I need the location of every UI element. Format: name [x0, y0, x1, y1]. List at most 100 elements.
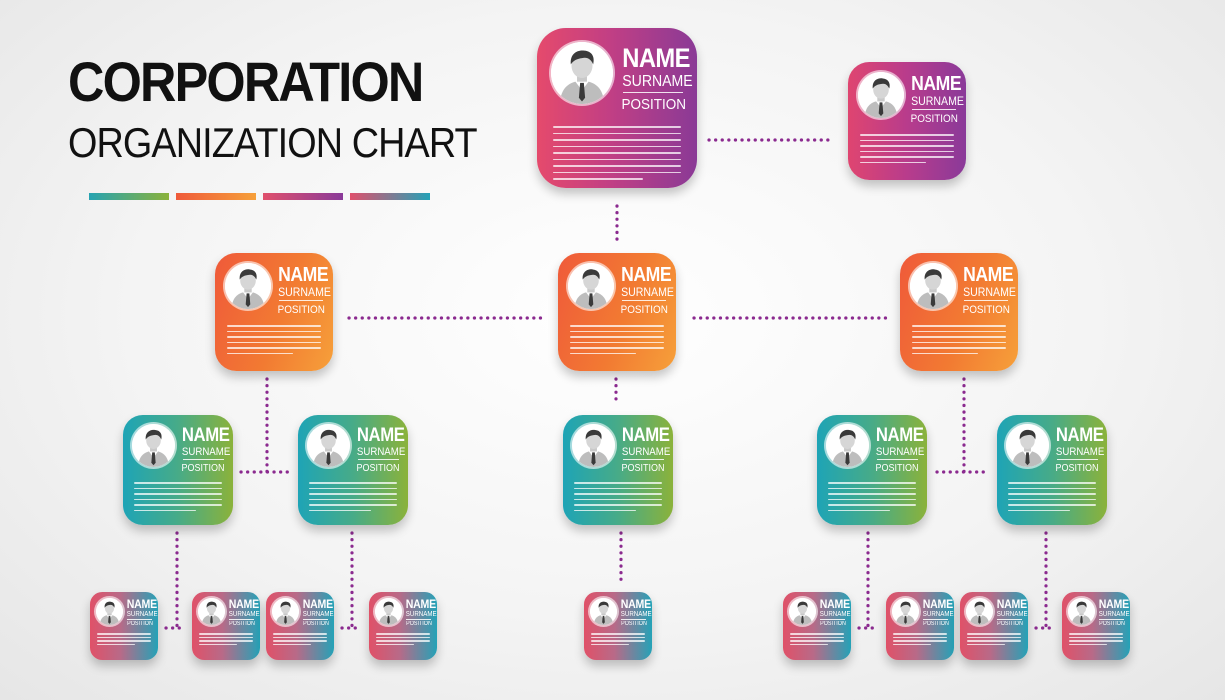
card-position: POSITION: [181, 463, 225, 474]
card-position: POSITION: [962, 304, 1010, 316]
person-with-tie-icon: [307, 424, 350, 467]
card-description-placeholder: [97, 633, 151, 647]
card-divider: [622, 300, 666, 301]
card-divider: [997, 619, 1022, 620]
card-surname: SURNAME: [620, 611, 652, 618]
card-position: POSITION: [406, 621, 432, 627]
avatar: [132, 424, 175, 467]
card-position: POSITION: [875, 463, 919, 474]
card-surname: SURNAME: [405, 611, 437, 618]
card-surname: SURNAME: [996, 611, 1028, 618]
card-divider: [964, 300, 1008, 301]
card-divider: [923, 619, 948, 620]
person-with-tie-icon: [910, 263, 956, 309]
card-name: NAME: [621, 264, 672, 286]
card-surname: SURNAME: [302, 611, 334, 618]
card-description-placeholder: [309, 482, 397, 515]
person-with-tie-icon: [551, 42, 613, 104]
avatar: [225, 263, 271, 309]
card-name: NAME: [911, 73, 962, 95]
card-name: NAME: [622, 43, 690, 73]
card-name: NAME: [875, 425, 924, 446]
card-position: POSITION: [820, 621, 846, 627]
person-with-tie-icon: [96, 598, 123, 625]
card-surname: SURNAME: [819, 611, 851, 618]
card-name: NAME: [819, 597, 850, 611]
card-description-placeholder: [134, 482, 222, 515]
card-surname: SURNAME: [621, 446, 671, 458]
page-subtitle: ORGANIZATION CHART: [68, 119, 478, 166]
avatar: [892, 598, 919, 625]
avatar: [198, 598, 225, 625]
card-surname: SURNAME: [228, 611, 260, 618]
card-surname: SURNAME: [963, 285, 1016, 299]
page-title: CORPORATION: [68, 50, 424, 113]
card-description-placeholder: [570, 325, 664, 358]
person-with-tie-icon: [132, 424, 175, 467]
card-divider: [229, 619, 254, 620]
card-divider: [406, 619, 431, 620]
card-divider: [877, 459, 918, 460]
avatar: [307, 424, 350, 467]
card-name: NAME: [228, 597, 259, 611]
card-surname: SURNAME: [278, 285, 331, 299]
card-surname: SURNAME: [875, 446, 925, 458]
card-position: POSITION: [910, 113, 958, 125]
avatar: [96, 598, 123, 625]
card-description-placeholder: [574, 482, 662, 515]
chart-title-block: CORPORATION ORGANIZATION CHART: [68, 50, 478, 168]
card-position: POSITION: [303, 621, 329, 627]
card-surname: SURNAME: [911, 94, 964, 108]
header-color-bar: [89, 193, 169, 200]
card-description-placeholder: [912, 325, 1006, 358]
avatar: [910, 263, 956, 309]
card-description-placeholder: [199, 633, 253, 647]
card-divider: [279, 300, 323, 301]
person-with-tie-icon: [789, 598, 816, 625]
avatar: [966, 598, 993, 625]
card-description-placeholder: [828, 482, 916, 515]
avatar: [826, 424, 869, 467]
header-color-bar: [176, 193, 256, 200]
card-name: NAME: [405, 597, 436, 611]
avatar: [568, 263, 614, 309]
card-position: POSITION: [620, 304, 668, 316]
card-position: POSITION: [277, 304, 325, 316]
header-color-bar: [263, 193, 343, 200]
avatar: [572, 424, 615, 467]
card-name: NAME: [621, 425, 670, 446]
card-description-placeholder: [227, 325, 321, 358]
card-name: NAME: [1098, 597, 1129, 611]
card-position: POSITION: [127, 621, 153, 627]
avatar: [1006, 424, 1049, 467]
card-position: POSITION: [356, 463, 400, 474]
card-position: POSITION: [621, 463, 665, 474]
card-divider: [358, 459, 399, 460]
card-description-placeholder: [273, 633, 327, 647]
card-name: NAME: [922, 597, 953, 611]
card-divider: [303, 619, 328, 620]
card-divider: [621, 619, 646, 620]
card-name: NAME: [126, 597, 157, 611]
card-divider: [183, 459, 224, 460]
